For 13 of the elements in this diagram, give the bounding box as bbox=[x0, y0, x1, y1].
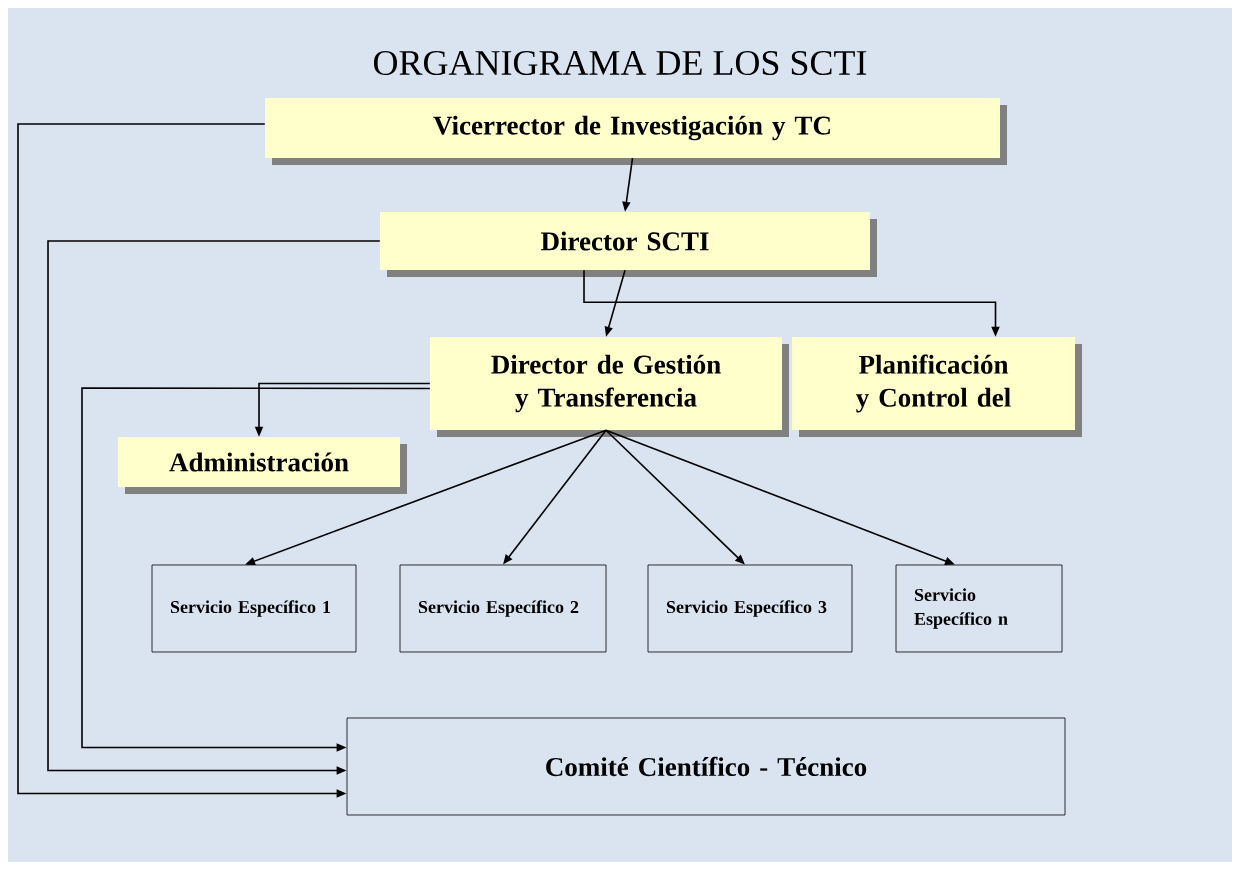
service-box: Servicio Específico 2 bbox=[399, 564, 607, 653]
service-box: Servicio Específico n bbox=[895, 564, 1063, 653]
position-box: Planificación y Control del bbox=[792, 337, 1082, 437]
arrow bbox=[47, 240, 381, 775]
service-box: Servicio Específico 1 bbox=[151, 564, 357, 653]
position-box: Administración bbox=[118, 437, 407, 494]
position-box: Vicerrector de Investigación y TC bbox=[265, 98, 1007, 165]
position-box: Director de Gestión y Transferencia bbox=[430, 337, 789, 437]
arrow bbox=[81, 387, 431, 752]
service-box: Servicio Específico 3 bbox=[647, 564, 853, 653]
title: ORGANIGRAMA DE LOS SCTI bbox=[373, 50, 867, 76]
committee-box: Comité Científico - Técnico bbox=[346, 717, 1066, 816]
position-box: Director SCTI bbox=[380, 212, 877, 277]
